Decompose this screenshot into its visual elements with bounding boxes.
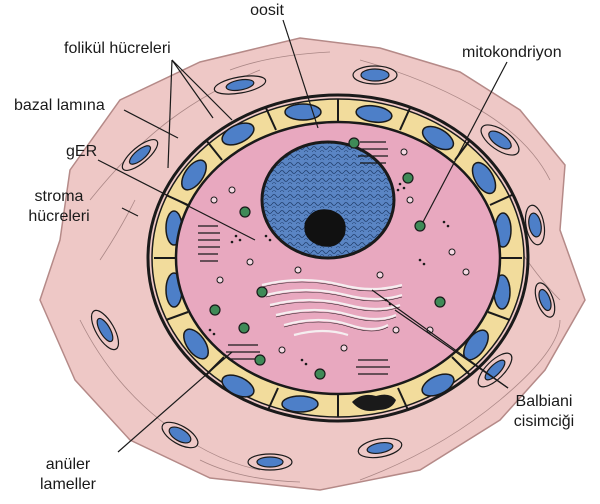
label-balbiani-line1: Balbiani xyxy=(498,393,590,411)
label-oocyte: oosit xyxy=(232,2,302,20)
label-mitochondrion: mitokondriyon xyxy=(462,44,562,62)
label-annulate-line2: lameller xyxy=(26,476,110,494)
label-ger: gER xyxy=(66,143,97,161)
label-stroma-line1: stroma xyxy=(14,188,104,206)
label-balbiani-line2: cisimciği xyxy=(498,413,590,431)
label-annulate-line1: anüler xyxy=(26,456,110,474)
label-stroma-line2: hücreleri xyxy=(14,208,104,226)
label-basal-lamina: bazal lamına xyxy=(14,97,105,115)
label-follicle-cells: folikül hücreleri xyxy=(64,40,171,58)
